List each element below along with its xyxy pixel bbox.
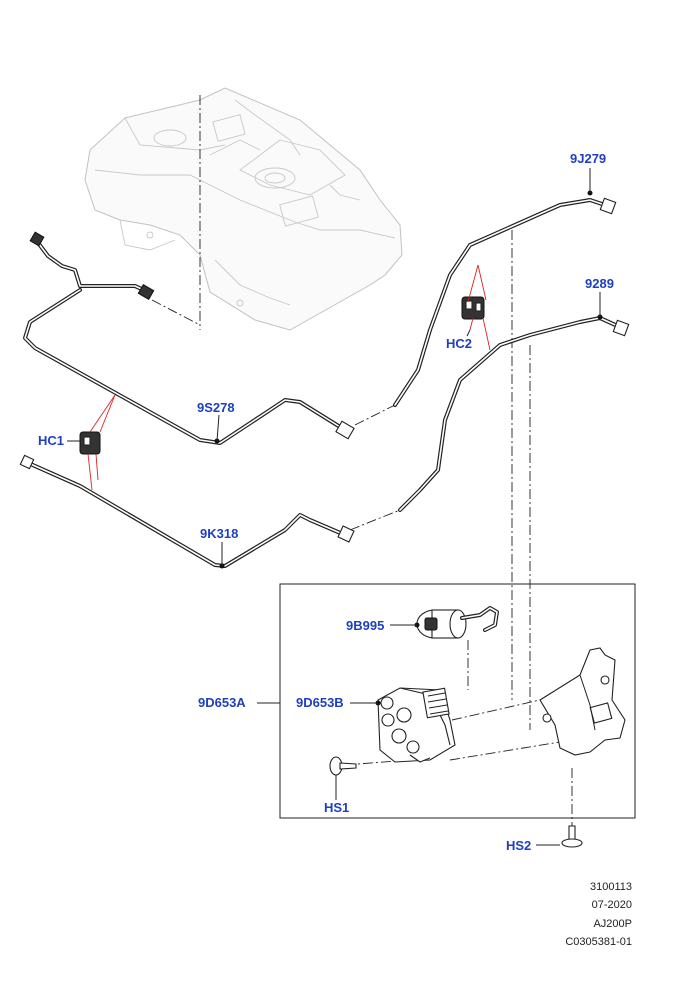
- callout-HS1: HS1: [324, 800, 349, 815]
- pipe-9289: [398, 314, 630, 512]
- canister-assembly-frame: [279, 583, 636, 819]
- reference-block: 3100113 07-2020 AJ200P C0305381-01: [565, 881, 632, 948]
- pipe-9S278: [23, 231, 355, 445]
- fuel-tank-illustration: [84, 87, 403, 331]
- callout-9B995: 9B995: [346, 618, 384, 633]
- pipe-9K318: [19, 454, 355, 569]
- callout-9D653A: 9D653A: [198, 695, 246, 710]
- screw-HS2: [536, 825, 583, 848]
- callout-leaders: [67, 168, 601, 704]
- screw-HS1: [329, 756, 357, 800]
- callout-9D653B: 9D653B: [296, 695, 344, 710]
- canister-9D653B: [375, 687, 456, 763]
- drawing-date: 07-2020: [592, 899, 632, 911]
- callout-9289: 9289: [585, 276, 614, 291]
- clip-HC2: [461, 264, 491, 351]
- assembly-centerlines: [151, 95, 573, 835]
- pipe-9J279: [393, 190, 617, 407]
- model-code: AJ200P: [593, 918, 632, 930]
- callout-9S278: 9S278: [197, 400, 235, 415]
- illustration-id: C0305381-01: [565, 936, 632, 948]
- callout-9J279: 9J279: [570, 151, 606, 166]
- callout-9K318: 9K318: [200, 526, 238, 541]
- callout-HS2: HS2: [506, 838, 531, 853]
- callout-HC2: HC2: [446, 336, 472, 351]
- callout-HC1: HC1: [38, 433, 64, 448]
- canister-bracket: [539, 647, 626, 756]
- drawing-number: 3100113: [590, 881, 632, 893]
- clip-HC1: [79, 394, 116, 491]
- purge-valve-9B995: [414, 606, 499, 639]
